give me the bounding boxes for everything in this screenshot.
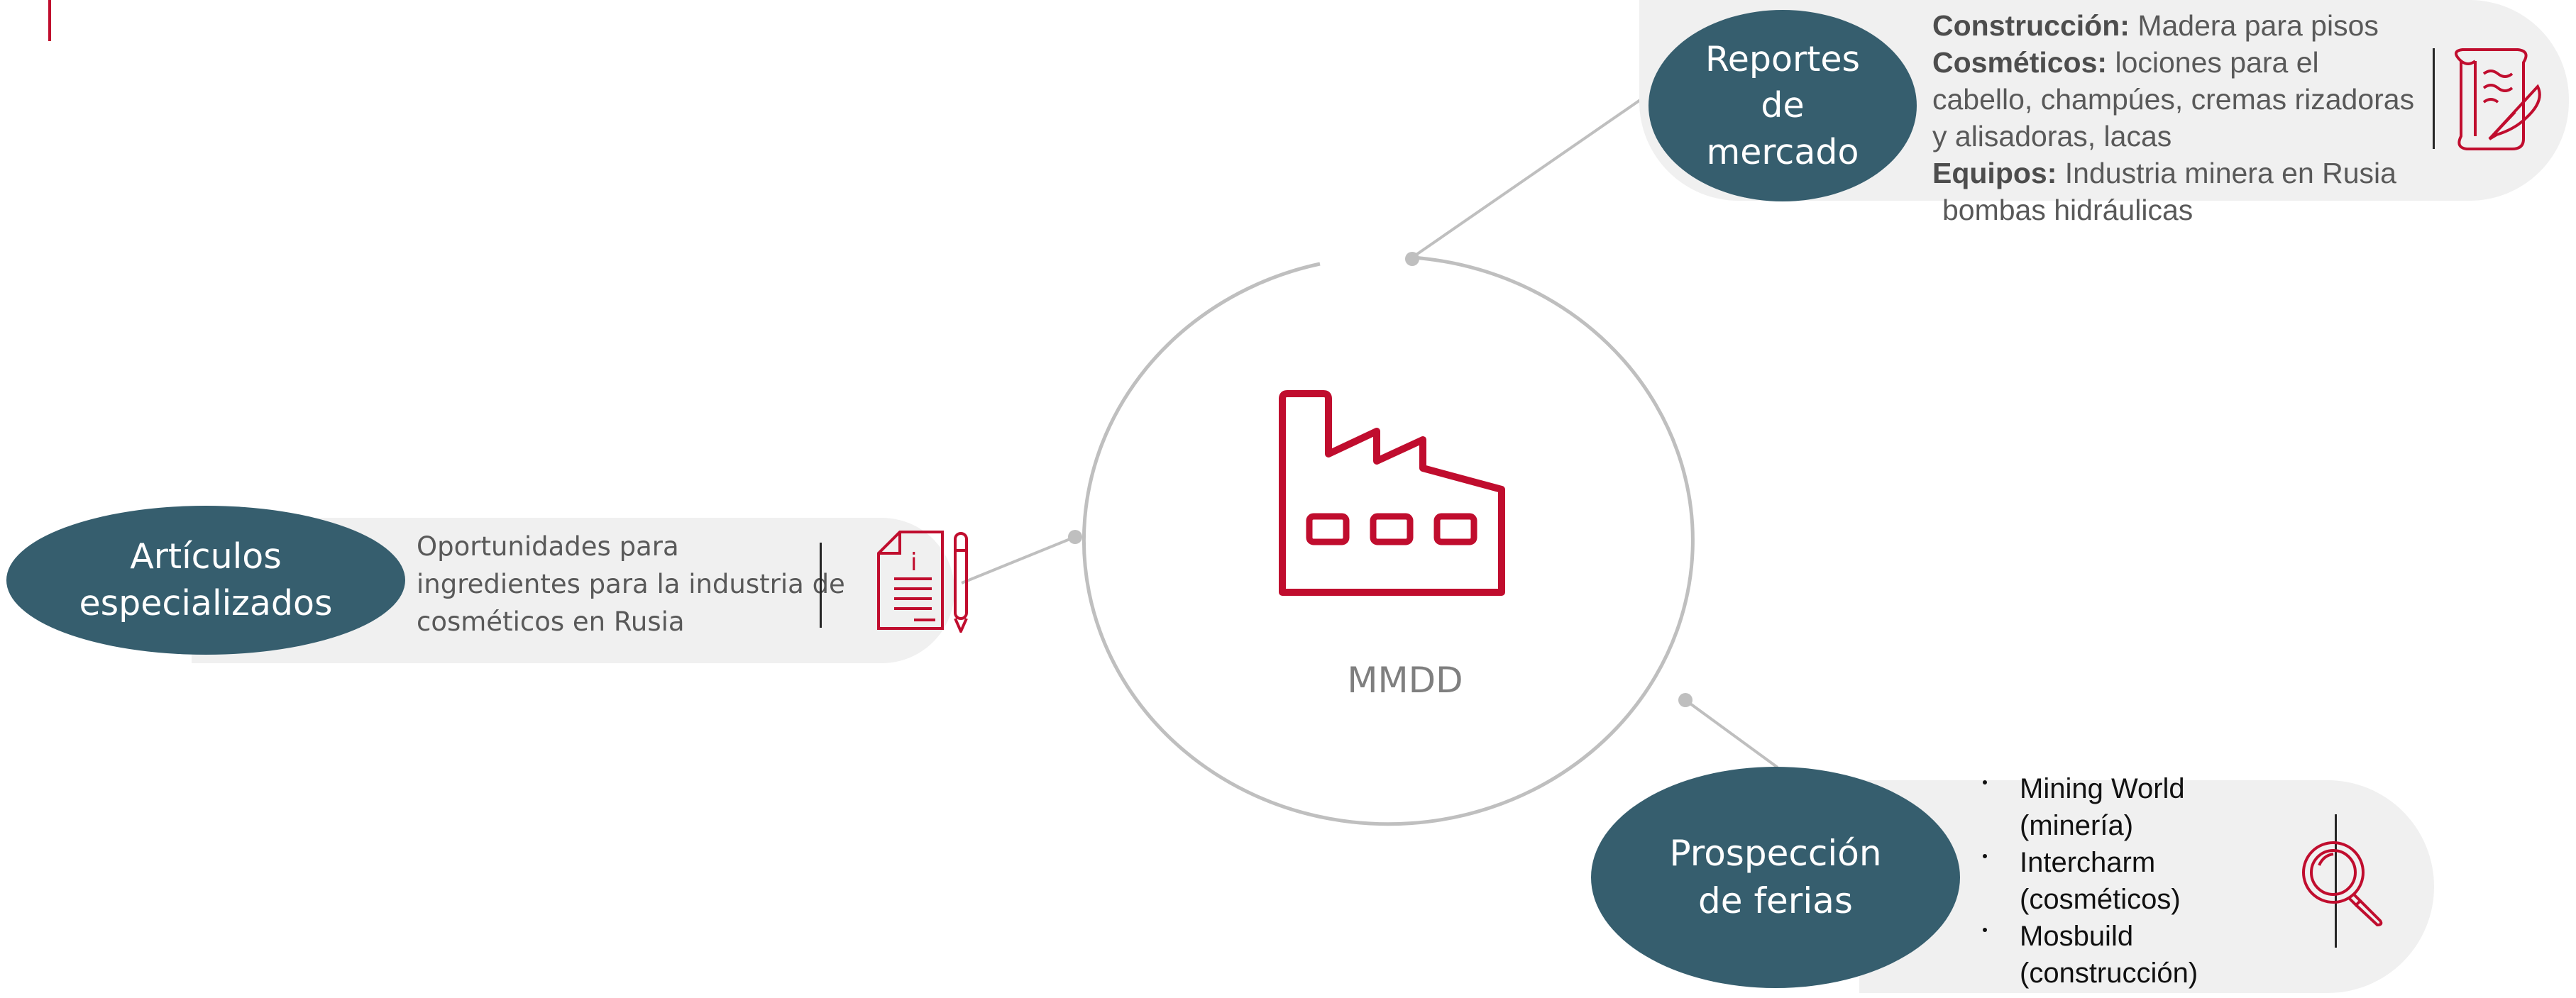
item-line: Mining World bbox=[2020, 773, 2185, 804]
text-line: cosméticos en Rusia bbox=[417, 606, 685, 637]
item-line: (construcción) bbox=[2020, 958, 2198, 989]
node-title-line: Reportes bbox=[1705, 38, 1861, 79]
item-text: lociones para el bbox=[2115, 46, 2319, 79]
accent-bar bbox=[48, 0, 51, 41]
item-text: cabello, champúes, cremas rizadoras bbox=[1932, 83, 2415, 116]
ferias-divider bbox=[2335, 814, 2337, 948]
connector-dot bbox=[1068, 530, 1082, 544]
text-line: Oportunidades para bbox=[417, 531, 679, 562]
node-title-line: de ferias bbox=[1698, 880, 1853, 921]
center-circle bbox=[1081, 255, 1695, 826]
text-line: ingredientes para la industria de bbox=[417, 569, 845, 599]
item-line: Mosbuild bbox=[2020, 921, 2134, 952]
connector-dot bbox=[1405, 252, 1419, 266]
bullet-dot bbox=[1983, 928, 1987, 932]
node-title-line: Prospección bbox=[1669, 833, 1882, 874]
node-title-line: de bbox=[1761, 85, 1805, 126]
list-item: Mining World (minería) bbox=[1983, 770, 2198, 844]
item-text: bombas hidráulicas bbox=[1942, 194, 2194, 226]
articulos-divider bbox=[820, 543, 822, 628]
node-title-line: Artículos bbox=[130, 536, 282, 577]
list-item: Intercharm (cosméticos) bbox=[1983, 844, 2198, 918]
factory-icon bbox=[1279, 390, 1505, 596]
magnifier-icon bbox=[2302, 841, 2383, 927]
item-line: (cosméticos) bbox=[2020, 884, 2181, 915]
item-line: Intercharm bbox=[2020, 847, 2156, 878]
connector-ferias bbox=[1684, 699, 1779, 769]
item-text: Madera para pisos bbox=[2137, 9, 2379, 42]
connector-dot bbox=[1678, 693, 1692, 707]
bullet-dot bbox=[1983, 854, 1987, 858]
reportes-divider bbox=[2433, 48, 2435, 149]
connector-articulos bbox=[961, 536, 1076, 584]
reportes-node: Reportes de mercado bbox=[1648, 10, 1917, 201]
connector-reportes bbox=[1411, 89, 1655, 259]
scroll-quill-icon bbox=[2455, 48, 2541, 150]
item-label: Equipos: bbox=[1932, 157, 2057, 189]
node-title-line: especializados bbox=[79, 583, 333, 623]
ferias-list: Mining World (minería) Intercharm (cosméti… bbox=[1983, 770, 2198, 992]
document-pen-icon: i bbox=[877, 531, 968, 633]
item-line: (minería) bbox=[2020, 810, 2134, 841]
item-text: y alisadoras, lacas bbox=[1932, 120, 2172, 153]
svg-text:i: i bbox=[910, 548, 917, 577]
item-text: Industria minera en Rusia bbox=[2064, 157, 2396, 189]
articulos-node: Artículos especializados bbox=[6, 506, 405, 655]
center-label: MMDD bbox=[1347, 660, 1463, 701]
articulos-text: Oportunidades para ingredientes para la … bbox=[417, 528, 845, 641]
ferias-node: Prospección de ferias bbox=[1591, 767, 1960, 988]
list-item: Mosbuild (construcción) bbox=[1983, 918, 2198, 992]
reportes-text: Construcción: Madera para pisos Cosmétic… bbox=[1932, 7, 2414, 228]
item-label: Cosméticos: bbox=[1932, 46, 2108, 79]
item-label: Construcción: bbox=[1932, 9, 2130, 42]
node-title-line: mercado bbox=[1706, 131, 1859, 172]
bullet-dot bbox=[1983, 780, 1987, 784]
